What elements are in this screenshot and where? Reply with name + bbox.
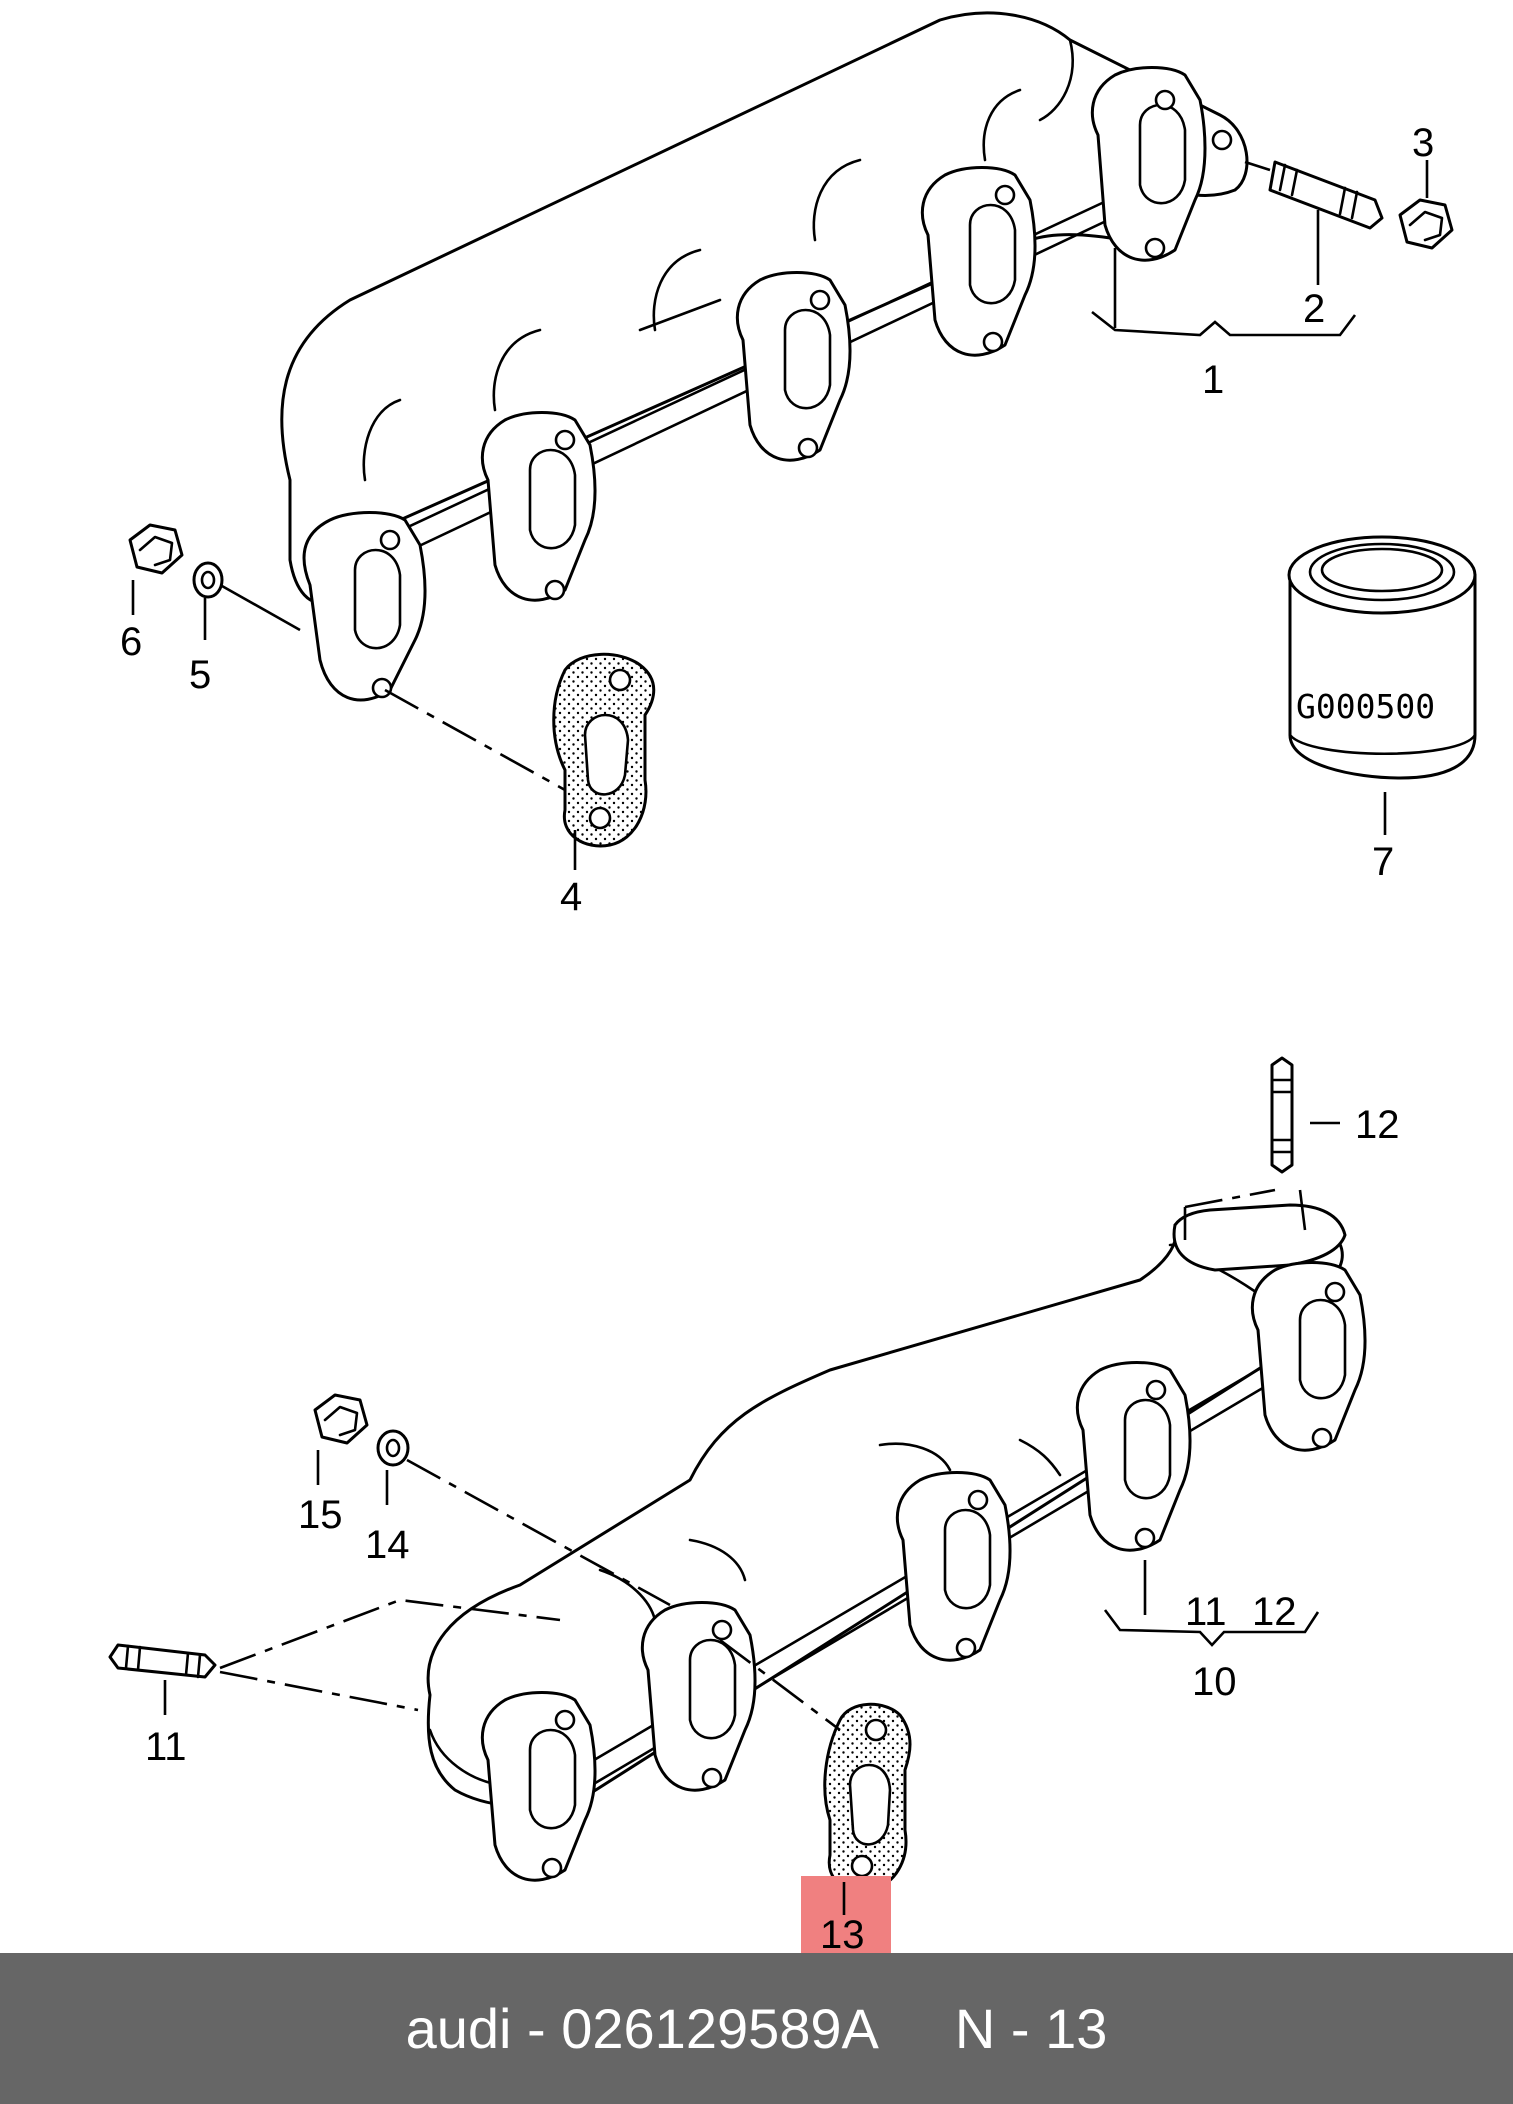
exploded-parts-diagram: G000500 xyxy=(108,11,1477,1953)
callout-11-right: 11 xyxy=(1185,1590,1227,1634)
gasket-13-dash-line xyxy=(719,1638,841,1732)
nut-3 xyxy=(1398,198,1454,250)
callout-7: 7 xyxy=(1372,840,1394,884)
upper-flange-1 xyxy=(302,511,427,702)
position-text: N - 13 xyxy=(954,1997,1108,2060)
gasket-13 xyxy=(823,1702,912,1892)
lower-exhaust-manifold xyxy=(426,1203,1367,1882)
callout-10: 10 xyxy=(1192,1660,1237,1704)
callout-3: 3 xyxy=(1412,121,1434,165)
stud-2 xyxy=(1268,160,1384,230)
part-number-text: audi - 026129589A xyxy=(405,1997,879,2060)
sealant-can-7: G000500 xyxy=(1287,535,1477,780)
callout-12-bracket: 12 xyxy=(1252,1590,1297,1634)
gasket-4-dash-line xyxy=(384,688,566,792)
leader-lines xyxy=(131,160,1429,1915)
washer-5 xyxy=(192,561,224,599)
stud-line-upper xyxy=(221,584,301,632)
stud-11-dash-line-lower xyxy=(219,1670,419,1712)
callout-14: 14 xyxy=(365,1523,410,1567)
upper-flange-3 xyxy=(735,271,852,462)
lower-flange-2 xyxy=(640,1601,757,1792)
callout-12-top: 12 xyxy=(1355,1103,1400,1147)
upper-flange-4 xyxy=(920,166,1037,357)
lower-flange-3 xyxy=(895,1471,1012,1662)
stud-2-axis-line xyxy=(1244,160,1271,172)
stud-11-dash-line-upper xyxy=(219,1598,561,1670)
callout-13: 13 xyxy=(820,1913,865,1953)
nut-6 xyxy=(128,523,184,575)
callout-4: 4 xyxy=(560,875,582,919)
washer-14 xyxy=(376,1429,410,1467)
callout-11-left: 11 xyxy=(145,1725,187,1769)
callout-1: 1 xyxy=(1202,358,1224,402)
stud-11 xyxy=(108,1643,217,1679)
nut-15 xyxy=(313,1393,369,1445)
washer-14-dash-line xyxy=(406,1458,671,1607)
footer-bar: audi - 026129589A N - 13 xyxy=(0,1953,1513,2104)
stud-12-dash-line xyxy=(1184,1188,1276,1209)
upper-exhaust-manifold xyxy=(280,11,1249,702)
callout-6: 6 xyxy=(120,620,142,664)
stud-12 xyxy=(1270,1056,1294,1174)
highlight-box xyxy=(801,1876,891,1953)
upper-flange-2 xyxy=(480,411,597,602)
upper-flange-5 xyxy=(1090,66,1233,262)
callout-5: 5 xyxy=(189,653,211,697)
gasket-4 xyxy=(552,652,656,848)
lower-flange-1 xyxy=(480,1691,597,1882)
lower-flange-5 xyxy=(1250,1261,1367,1452)
stud-12-bracket xyxy=(1183,1189,1307,1240)
callout-2: 2 xyxy=(1303,287,1325,331)
lower-flange-4 xyxy=(1075,1361,1192,1552)
can-label: G000500 xyxy=(1296,687,1435,726)
callout-15: 15 xyxy=(298,1493,343,1537)
